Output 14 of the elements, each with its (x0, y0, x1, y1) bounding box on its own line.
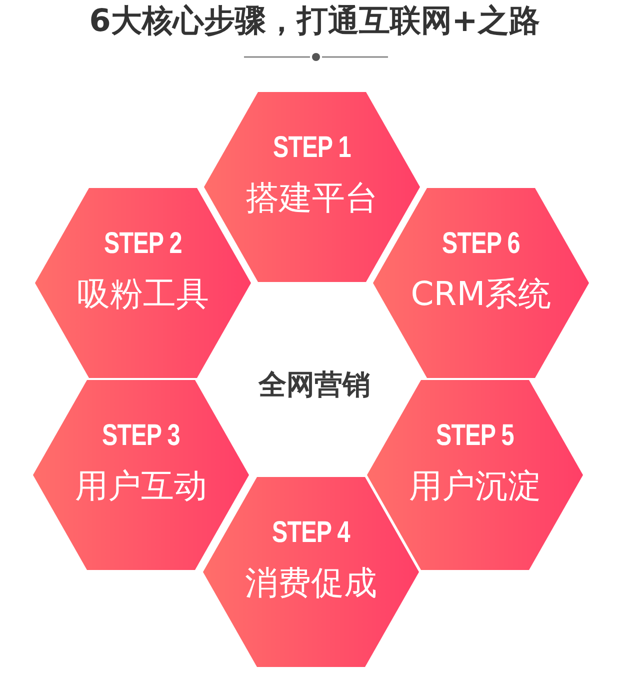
step-title: 用户沉淀 (409, 466, 541, 506)
step-number: STEP 2 (104, 228, 182, 260)
step-title: 吸粉工具 (77, 274, 209, 314)
step-number: STEP 4 (272, 517, 350, 549)
step-number: STEP 1 (273, 132, 351, 164)
page-title: 6大核心步骤，打通互联网+之路 (89, 2, 540, 41)
step-title: 消费促成 (245, 563, 377, 603)
step-title: 用户互动 (75, 466, 207, 506)
step-title: CRM系统 (410, 274, 552, 314)
step-number: STEP 6 (442, 228, 520, 260)
center-heading: 全网营销 (258, 368, 370, 402)
step-title: 搭建平台 (246, 178, 378, 218)
step-number: STEP 3 (102, 420, 180, 452)
step-number: STEP 5 (436, 420, 514, 452)
